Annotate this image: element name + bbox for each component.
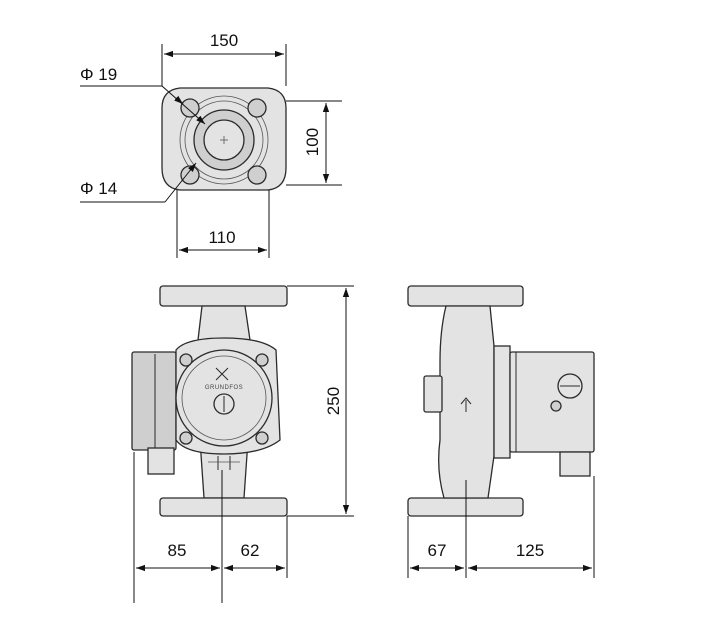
flange-ring-outer	[179, 95, 269, 185]
front-bolt-tl	[179, 353, 193, 367]
front-bolt-tr	[255, 353, 269, 367]
dim-left-85: 85	[168, 541, 187, 560]
dim-outer-hole-19: Φ 19	[80, 65, 117, 84]
bolt-hole-bottom-right	[247, 165, 267, 185]
front-logo-text: GRUNDFOS	[205, 385, 243, 391]
bolt-hole-top-right	[247, 98, 267, 118]
dim-height-100: 100	[303, 128, 322, 156]
top-view-dimensions: 150 100 110 Φ 19 Φ 14	[80, 31, 342, 258]
front-bolt-br	[255, 431, 269, 445]
flow-direction-icon	[460, 397, 472, 412]
front-view-dimensions: 250 85 62	[133, 285, 354, 603]
bolt-hole-bottom-left	[180, 165, 200, 185]
top-view-flange	[161, 87, 287, 191]
front-top-flange	[159, 285, 288, 307]
side-top-flange	[407, 285, 524, 307]
side-cable-gland	[559, 451, 591, 477]
dim-side-right-125: 125	[516, 541, 544, 560]
grundfos-logo-icon	[215, 367, 229, 381]
front-view-pump: GRUNDFOS	[131, 285, 288, 517]
dim-height-250: 250	[324, 387, 343, 415]
front-cable-gland	[147, 447, 175, 475]
front-terminal-box	[131, 351, 177, 451]
side-motor-flange	[493, 345, 511, 459]
dim-right-62: 62	[241, 541, 260, 560]
side-view-pump	[407, 285, 595, 517]
dim-bolt-spacing-110: 110	[208, 228, 235, 247]
front-top-neck	[197, 305, 251, 341]
front-bottom-flange	[159, 497, 288, 517]
side-indicator	[550, 400, 562, 412]
front-bolt-bl	[179, 431, 193, 445]
dim-width-150: 150	[210, 31, 238, 50]
side-motor-housing	[509, 351, 595, 453]
bolt-hole-top-left	[180, 98, 200, 118]
side-view-dimensions: 67 125	[407, 476, 595, 578]
side-left-nozzle	[423, 375, 443, 413]
flange-ring-inner	[184, 100, 264, 180]
dim-inner-hole-14: Φ 14	[80, 179, 117, 198]
dim-side-left-67: 67	[428, 541, 447, 560]
